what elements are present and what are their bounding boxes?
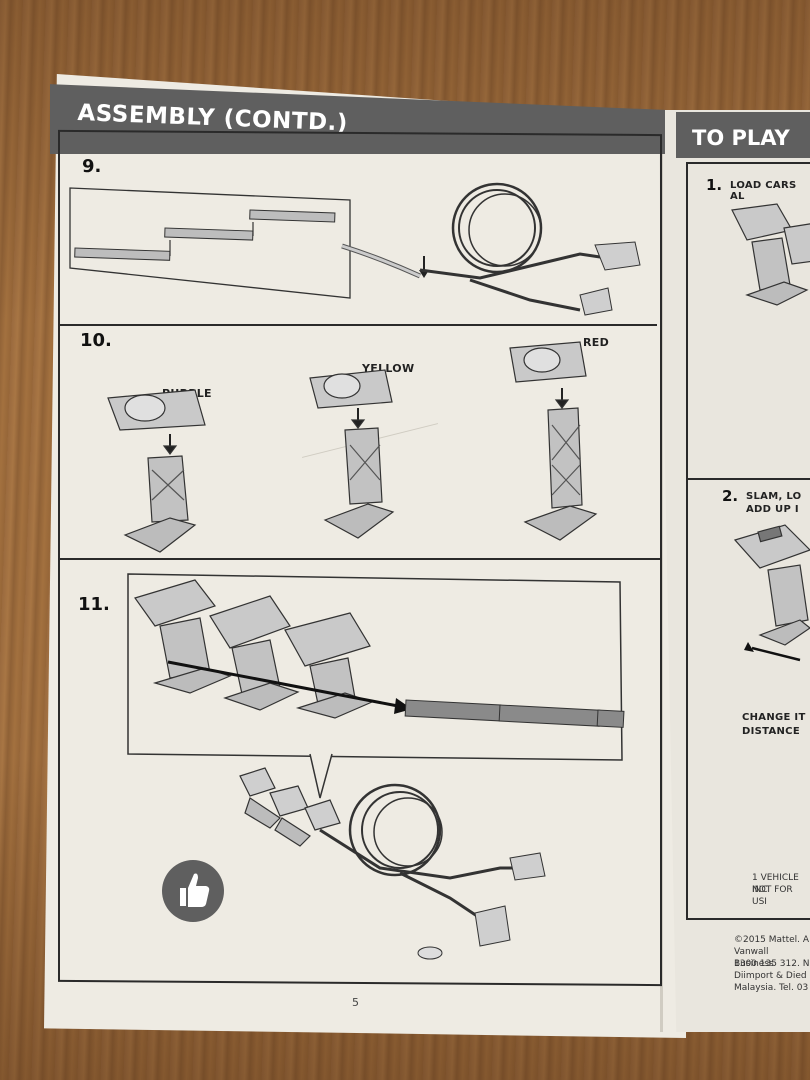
step-9-number: 9. [82,156,102,177]
vehicle-note-line2: NOT FOR USI [752,885,793,907]
to-play-step-2-illustration [733,524,810,662]
page-number: 5 [352,996,359,1009]
to-play-step-1-illustration [731,203,810,306]
to-play-frame [686,162,810,920]
copyright-line5: Malaysia. Tel. 03 [734,983,809,993]
step-9-panel [60,134,657,326]
thumbs-up-icon [162,860,224,922]
to-play-step-2-line2: ADD UP I [746,504,799,515]
copyright-line2: Vanwall Business [734,947,774,969]
step-11-illustration [127,573,625,960]
label-red: RED [583,336,610,349]
red-launcher [509,341,598,541]
page-fold [660,112,663,1032]
step-10-panel [60,324,660,560]
left-page [44,74,686,1038]
change-text-line1: CHANGE IT [742,712,806,723]
to-play-step-2-number: 2. [722,487,739,505]
change-text-line2: DISTANCE [742,726,800,737]
to-play-step-1-text: LOAD CARS AL [730,180,797,202]
right-page-title: TO PLAY [692,126,790,150]
copyright-line1: ©2015 Mattel. A [734,935,810,945]
purple-launcher [107,389,206,553]
step-10-number: 10. [80,330,112,351]
vehicle-note-line1: 1 VEHICLE INC [752,873,799,895]
copyright-line4: Diimport & Died [734,971,807,981]
copyright-line3: 1300 135 312. N [734,959,810,969]
yellow-launcher [309,369,395,539]
step-11-number: 11. [78,594,110,615]
right-header-bar [676,112,810,158]
to-play-divider [688,478,810,480]
step-9-illustration [69,182,641,316]
to-play-step-1-number: 1. [706,176,723,194]
to-play-step-2-line1: SLAM, LO [746,491,802,502]
step-10-illustration [107,341,598,553]
